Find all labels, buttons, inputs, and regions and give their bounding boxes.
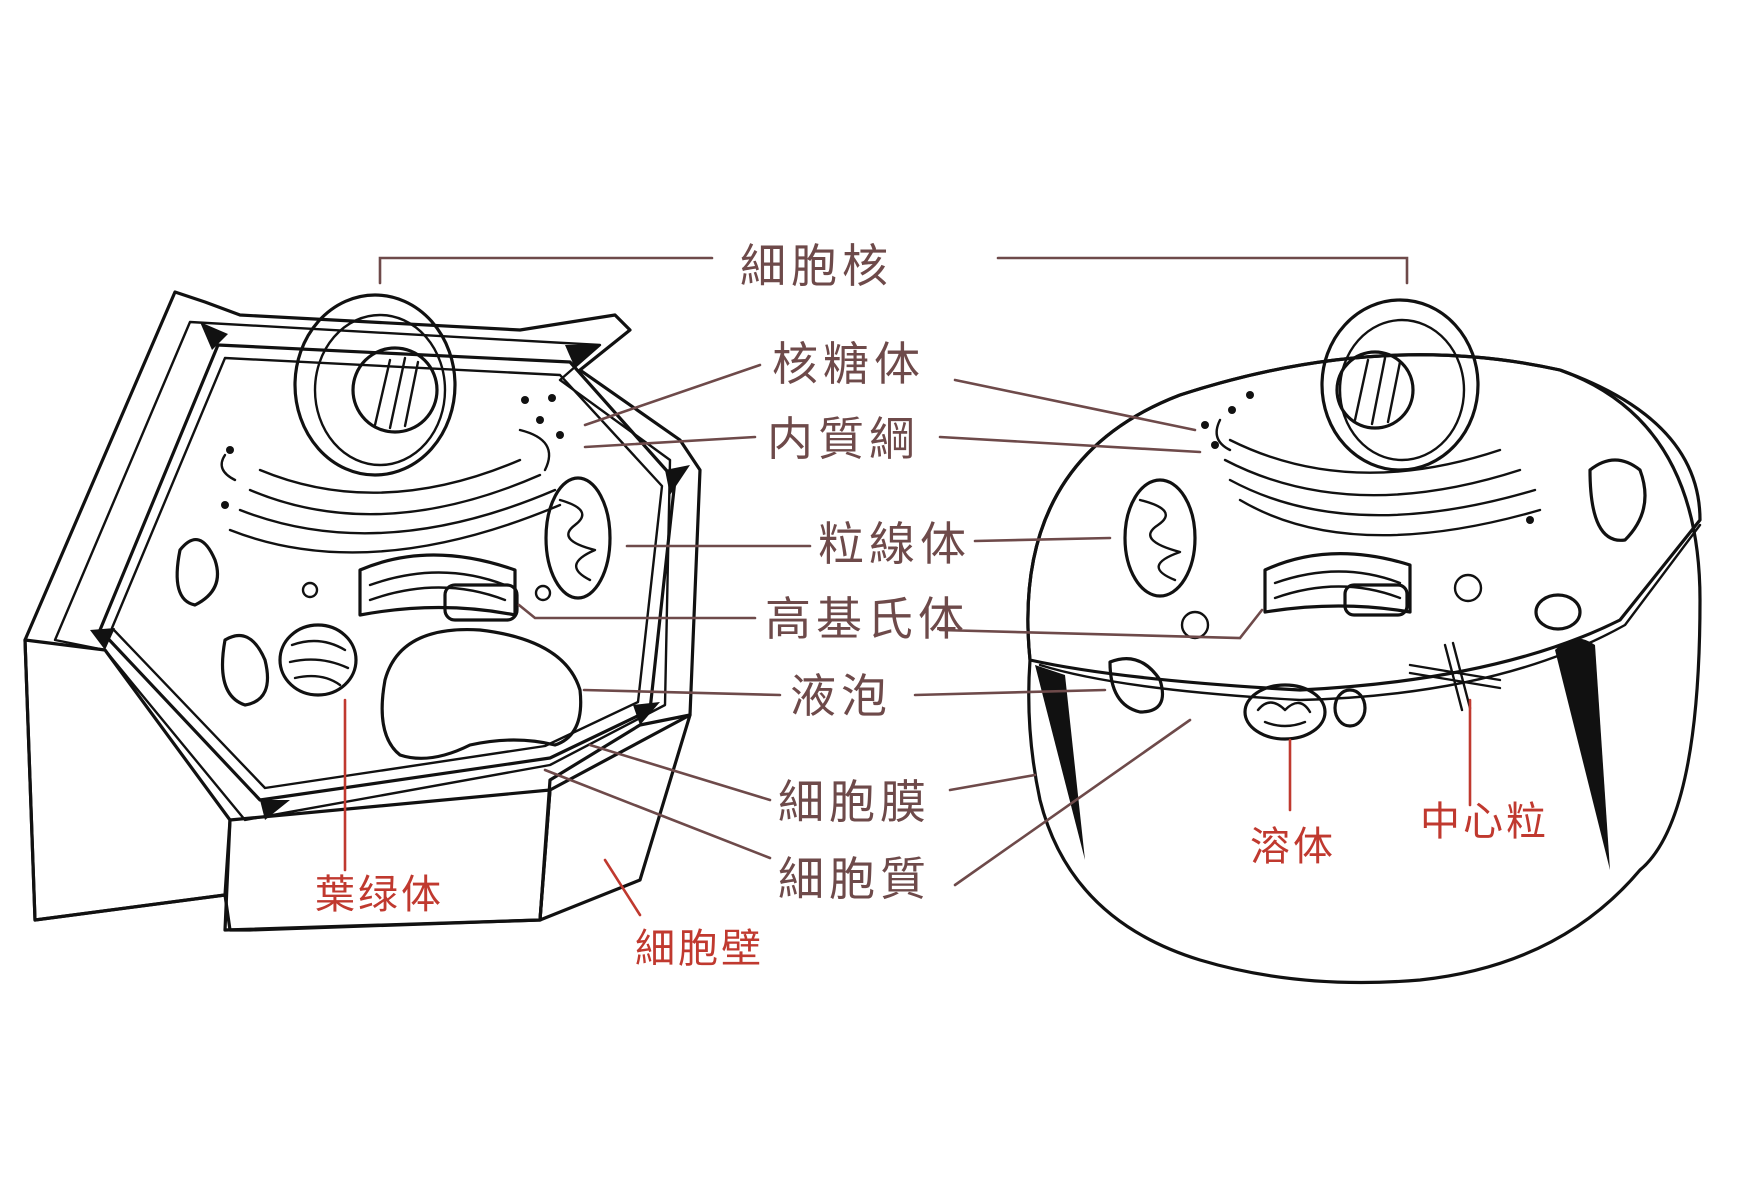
chloroplast-grana xyxy=(290,641,348,685)
animal-vesicle xyxy=(1335,690,1365,726)
plant-vacuole xyxy=(382,630,581,759)
plant-cell xyxy=(25,292,700,930)
leader-golgi xyxy=(940,610,1262,638)
plant-vesicle xyxy=(177,540,217,605)
leader-mitochondria xyxy=(975,538,1110,541)
leader-nucleus xyxy=(380,258,712,283)
label-ribosome: 核糖体 xyxy=(772,337,925,391)
leader-membrane xyxy=(950,775,1035,790)
plant-vesicle xyxy=(303,583,317,597)
leader-er xyxy=(940,437,1200,452)
animal-nucleolus xyxy=(1337,352,1413,428)
plant-er xyxy=(222,430,560,552)
label-cytoplasm: 細胞質 xyxy=(778,852,931,906)
plant-cell-wall xyxy=(25,292,700,930)
label-er: 内質綱 xyxy=(767,412,920,466)
animal-vesicle xyxy=(1590,460,1645,540)
leader-cell-wall xyxy=(605,860,640,915)
animal-er xyxy=(1217,420,1540,535)
plant-wall-front xyxy=(25,640,230,920)
lysosome-content xyxy=(1258,703,1310,727)
leader-nucleus xyxy=(998,258,1407,283)
label-mitochondria: 粒線体 xyxy=(818,517,971,571)
label-membrane: 細胞膜 xyxy=(778,775,931,829)
plant-nucleolus xyxy=(353,348,437,432)
animal-nucleus-inner xyxy=(1340,320,1464,460)
label-centriole: 中心粒 xyxy=(1420,799,1549,845)
label-vacuole: 液泡 xyxy=(790,669,892,723)
animal-golgi xyxy=(1265,554,1410,615)
leader-golgi xyxy=(519,605,755,618)
leader-ribosome xyxy=(585,365,760,425)
leader-cytoplasm xyxy=(545,770,770,858)
animal-vesicle xyxy=(1182,612,1208,638)
animal-cell xyxy=(1028,300,1700,983)
animal-vesicle xyxy=(1536,595,1580,629)
label-chloroplast: 葉绿体 xyxy=(315,872,444,918)
animal-vesicle xyxy=(1455,575,1481,601)
plant-mitochondrion xyxy=(546,478,610,598)
animal-lysosome xyxy=(1245,685,1325,739)
label-cell-wall: 細胞壁 xyxy=(635,926,764,972)
leader-vacuole xyxy=(915,690,1105,695)
plant-vesicle xyxy=(223,636,268,706)
animal-membrane xyxy=(1040,525,1700,700)
animal-mitochondrion-cristae xyxy=(1140,500,1180,580)
label-nucleus: 細胞核 xyxy=(740,239,893,293)
leader-er xyxy=(585,437,755,447)
plant-nucleus-inner xyxy=(315,315,445,465)
plant-cytoplasm xyxy=(100,345,675,800)
label-lysosome: 溶体 xyxy=(1250,824,1336,870)
label-golgi: 高基氏体 xyxy=(765,592,969,646)
mitochondrion-cristae xyxy=(560,500,595,580)
animal-cut-edge xyxy=(1555,639,1610,870)
leader-vacuole xyxy=(584,690,780,695)
animal-nucleus-envelope xyxy=(1322,300,1478,470)
plant-golgi xyxy=(360,555,517,620)
animal-cut-edge xyxy=(1035,665,1085,860)
animal-nucleolus-stripes xyxy=(1355,358,1400,424)
animal-mitochondrion xyxy=(1125,480,1195,596)
plant-vesicle xyxy=(536,586,550,600)
